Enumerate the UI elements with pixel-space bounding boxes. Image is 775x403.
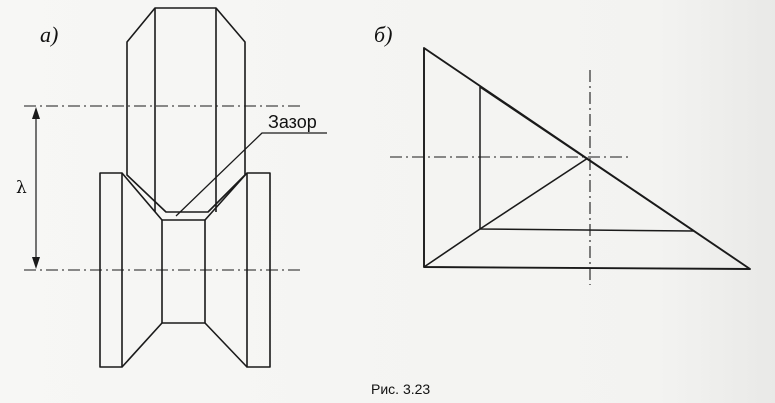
diagram-b — [390, 47, 751, 285]
gap-leader-line — [175, 132, 327, 217]
central-neck — [161, 219, 206, 324]
gap-label: Зазор — [268, 112, 317, 132]
diagram-a-label: а) — [40, 22, 59, 47]
lambda-arrowhead-bottom — [32, 257, 40, 269]
taper-upper-right — [204, 172, 248, 221]
connector-bottom-left — [423, 228, 481, 268]
diagram-a — [24, 7, 327, 368]
right-flange — [246, 172, 271, 368]
taper-lower-right — [204, 322, 248, 368]
upper-waveguide-outline — [126, 7, 246, 213]
taper-upper-left — [121, 172, 163, 221]
figure-caption: Рис. 3.23 — [371, 381, 431, 397]
connector-diagonal — [479, 157, 589, 230]
lambda-label: λ — [16, 178, 27, 198]
taper-lower-left — [121, 322, 163, 368]
diagram-b-label: б) — [374, 22, 393, 47]
lambda-arrowhead-top — [32, 107, 40, 119]
